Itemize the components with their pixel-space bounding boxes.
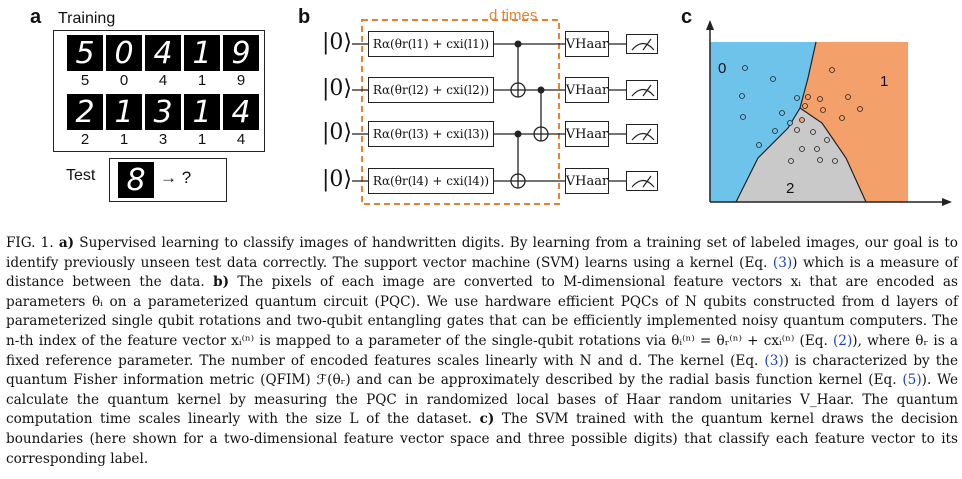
caption-a-text: Supervised learning to classify images o… xyxy=(6,235,958,271)
qubit-ket: |0⟩ xyxy=(322,167,352,192)
region-class-0 xyxy=(710,42,816,202)
rotation-gate: Rα(θr(l2) + cxi(l2)) xyxy=(368,77,494,103)
training-digit-image: 0 xyxy=(106,35,142,71)
decision-boundary xyxy=(799,107,867,203)
class-2-points xyxy=(788,127,838,164)
training-digit-image: 2 xyxy=(67,94,103,130)
qubit-ket: |0⟩ xyxy=(322,120,352,145)
cnot-target xyxy=(510,82,526,98)
region-class-2 xyxy=(736,108,866,202)
caption-b-text2: ), where θᵣ is a fixed reference paramet… xyxy=(6,332,959,369)
training-label: Training xyxy=(58,10,116,27)
class-0-points xyxy=(739,65,800,148)
training-digit-label: 4 xyxy=(236,131,246,148)
training-digit-image: 1 xyxy=(106,94,142,130)
cnot-control xyxy=(514,40,522,48)
test-arrow-question: → ? xyxy=(160,168,192,187)
measurement-meter-icon xyxy=(626,80,658,100)
rotation-gate: Rα(θr(l1) + cxi(l1)) xyxy=(368,31,494,57)
haar-gate: VHaar xyxy=(565,77,609,103)
rotation-gate: Rα(θr(l4) + cxi(l4)) xyxy=(368,168,494,194)
measurement-meter-icon xyxy=(626,34,658,54)
equation-link[interactable]: (2) xyxy=(833,332,853,349)
region-label-1: 1 xyxy=(880,73,889,90)
decision-boundary xyxy=(735,41,817,203)
test-box: 8 → ? xyxy=(109,158,227,202)
training-digit-image: 4 xyxy=(223,94,259,130)
haar-gate: VHaar xyxy=(565,31,609,57)
class-1-points xyxy=(799,67,863,123)
caption-c-head: c) xyxy=(479,411,495,428)
caption-c-text: The SVM trained with the quantum kernel … xyxy=(6,411,958,467)
measurement-meter-icon xyxy=(626,124,658,144)
cnot-target xyxy=(510,173,526,189)
training-digit-image: 9 xyxy=(223,35,259,71)
panel-a-letter: a xyxy=(30,6,42,28)
repeat-label: d times xyxy=(489,7,538,24)
training-digit-image: 5 xyxy=(67,35,103,71)
region-label-2: 2 xyxy=(786,180,795,197)
haar-gate: VHaar xyxy=(565,168,609,194)
test-label: Test xyxy=(66,167,96,184)
equation-link[interactable]: (3) xyxy=(772,254,793,271)
panel-c-letter: c xyxy=(681,6,693,28)
equation-link[interactable]: (3) xyxy=(764,352,784,369)
training-digit-image: 1 xyxy=(184,35,220,71)
caption-b-head: b) xyxy=(213,274,229,291)
training-digit-label: 4 xyxy=(158,72,168,89)
training-digit-label: 1 xyxy=(197,72,207,89)
caption-b-text: The pixels of each image are converted t… xyxy=(6,274,958,349)
figure-caption: FIG. 1. a) Supervised learning to classi… xyxy=(6,234,958,469)
cnot-target xyxy=(533,126,549,142)
region-label-0: 0 xyxy=(718,60,727,77)
qubit-ket: |0⟩ xyxy=(322,76,352,101)
haar-gate: VHaar xyxy=(565,121,609,147)
training-digit-label: 2 xyxy=(80,131,90,148)
training-digit-label: 1 xyxy=(197,131,207,148)
qubit-ket: |0⟩ xyxy=(322,30,352,55)
equation-link[interactable]: (5) xyxy=(902,372,922,389)
training-digit-label: 9 xyxy=(236,72,246,89)
caption-a-text2: ) which is a measure of distance between… xyxy=(6,254,958,291)
training-digit-label: 1 xyxy=(119,131,129,148)
region-class-1 xyxy=(800,42,908,202)
training-digit-label: 5 xyxy=(80,72,90,89)
training-digit-image: 4 xyxy=(145,35,181,71)
decision-boundary-plot xyxy=(706,20,952,206)
cnot-control xyxy=(537,86,545,94)
training-digit-image: 1 xyxy=(184,94,220,130)
test-digit-image: 8 xyxy=(118,162,154,198)
training-set-box: 5 0 4 1 9 5 0 4 1 9 2 1 3 1 4 2 1 3 1 4 xyxy=(53,30,265,152)
training-digit-image: 3 xyxy=(145,94,181,130)
training-digit-label: 3 xyxy=(158,131,168,148)
figure-number: FIG. 1. xyxy=(6,235,54,251)
training-digit-label: 0 xyxy=(119,72,129,89)
panel-b-letter: b xyxy=(298,6,311,28)
caption-b-text3: ) is characterized by the quantum Fisher… xyxy=(6,352,959,389)
caption-b-text4: ). We calculate the quantum kernel by me… xyxy=(6,372,958,428)
caption-a-head: a) xyxy=(58,235,75,251)
cnot-control xyxy=(514,130,522,138)
measurement-meter-icon xyxy=(626,171,658,191)
rotation-gate: Rα(θr(l3) + cxi(l3)) xyxy=(368,121,494,147)
